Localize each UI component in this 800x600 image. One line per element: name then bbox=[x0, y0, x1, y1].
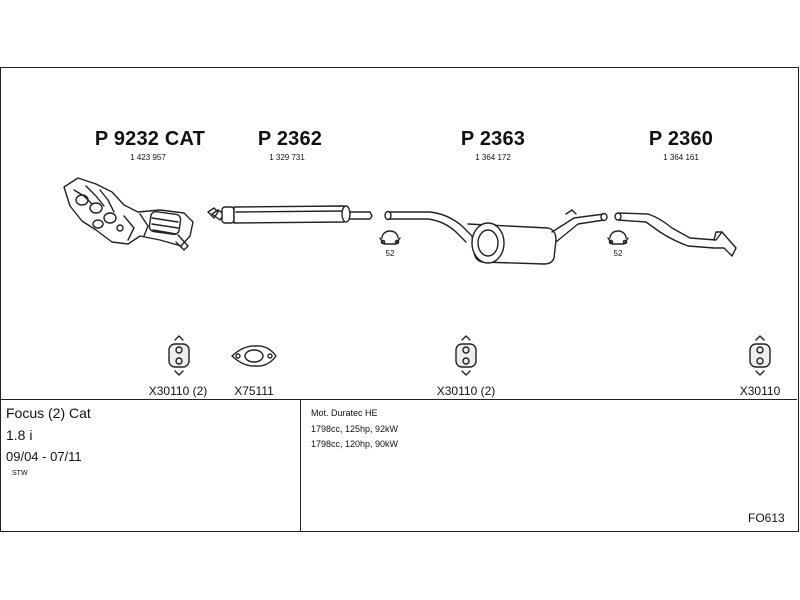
vehicle-model: Focus (2) Cat bbox=[6, 405, 91, 421]
accessory-label: X30110 (2) bbox=[148, 384, 208, 398]
part-number-front-silencer: P 2362 bbox=[257, 128, 323, 150]
rubber-hanger-icon bbox=[455, 335, 477, 376]
engine-size: 1.8 i bbox=[6, 427, 33, 443]
accessory-label: X30110 (2) bbox=[436, 384, 496, 398]
panel-divider bbox=[0, 399, 797, 400]
oem-number-tail-pipe: 1 364 161 bbox=[663, 153, 699, 162]
engine-name: Mot. Duratec HE bbox=[311, 408, 378, 418]
diagram-code: FO613 bbox=[748, 511, 785, 525]
body-type: STW bbox=[12, 470, 28, 477]
part-number-cat: P 9232 CAT bbox=[94, 128, 206, 150]
pipe-clamp-drawing-2 bbox=[607, 230, 629, 245]
part-number-rear-silencer: P 2363 bbox=[460, 128, 526, 150]
flange-gasket-icon bbox=[231, 345, 277, 367]
accessory-label: X30110 bbox=[739, 384, 781, 398]
tail-pipe-drawing bbox=[614, 212, 737, 257]
rubber-hanger-icon bbox=[168, 335, 190, 376]
rubber-hanger-icon bbox=[749, 335, 771, 376]
panel-divider-vertical bbox=[300, 400, 301, 531]
engine-variant: 1798cc, 120hp, 90kW bbox=[311, 439, 399, 449]
rear-silencer-drawing bbox=[384, 209, 608, 265]
production-years: 09/04 - 07/11 bbox=[6, 449, 82, 464]
clamp-size-label: 52 bbox=[385, 249, 395, 258]
part-number-tail-pipe: P 2360 bbox=[648, 128, 714, 150]
oem-number-rear-silencer: 1 364 172 bbox=[475, 153, 511, 162]
pipe-clamp-drawing-1 bbox=[379, 230, 401, 245]
engine-variant: 1798cc, 125hp, 92kW bbox=[311, 424, 399, 434]
oem-number-front-silencer: 1 329 731 bbox=[269, 153, 305, 162]
accessory-label: X75111 bbox=[234, 384, 274, 398]
diagram-frame bbox=[0, 67, 799, 532]
front-silencer-drawing bbox=[207, 205, 373, 224]
clamp-size-label: 52 bbox=[613, 249, 623, 258]
catalytic-manifold-drawing bbox=[63, 177, 194, 251]
oem-number-cat: 1 423 957 bbox=[130, 153, 166, 162]
